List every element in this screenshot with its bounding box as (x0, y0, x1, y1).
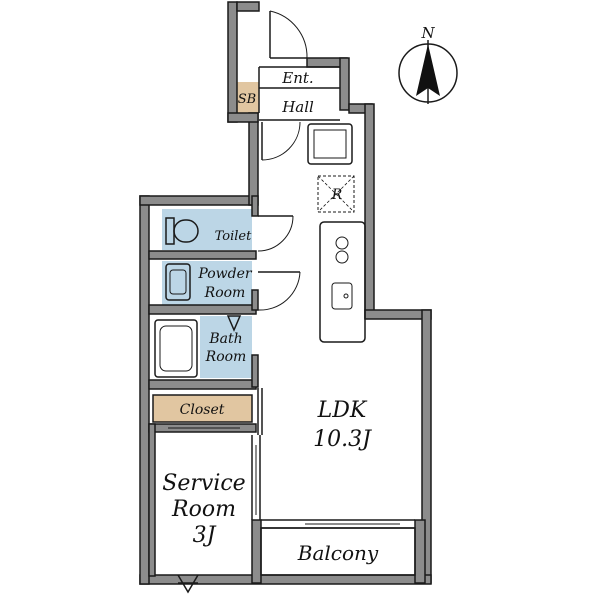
toilet-label: Toilet (215, 229, 252, 244)
closet-label: Closet (180, 402, 225, 418)
bath-room-label-1: Bath (208, 331, 242, 347)
powder-room-area (162, 261, 252, 305)
shoe-box-label: SB (238, 92, 256, 107)
walls (139, 1, 432, 585)
ldk-label-1: LDK (317, 398, 368, 423)
service-room-label-2: Room (171, 497, 236, 522)
ldk-label-2: 10.3J (313, 427, 372, 452)
service-room-label-1: Service (162, 471, 245, 496)
bath-room-label-2: Room (205, 349, 247, 365)
toilet-area (162, 209, 252, 250)
compass: N (398, 24, 458, 104)
powder-room-label-1: Powder (197, 266, 253, 282)
interior-lines (152, 66, 416, 576)
doors (177, 10, 308, 594)
compass-letter: N (420, 24, 435, 42)
compass-arrow-icon (416, 44, 440, 96)
closet-area (153, 395, 252, 422)
service-room-label-3: 3J (193, 523, 217, 548)
kitchen-fixtures (307, 123, 366, 343)
refrigerator-label: R (331, 187, 343, 203)
balcony-label: Balcony (297, 541, 379, 565)
shoe-box-area (235, 82, 259, 114)
refrigerator-box (317, 175, 355, 213)
hall-label: Hall (281, 98, 314, 116)
bath-fixtures (154, 217, 242, 378)
entrance-label: Ent. (281, 69, 313, 87)
bath-room-area (200, 316, 252, 378)
powder-room-label-2: Room (204, 285, 246, 301)
